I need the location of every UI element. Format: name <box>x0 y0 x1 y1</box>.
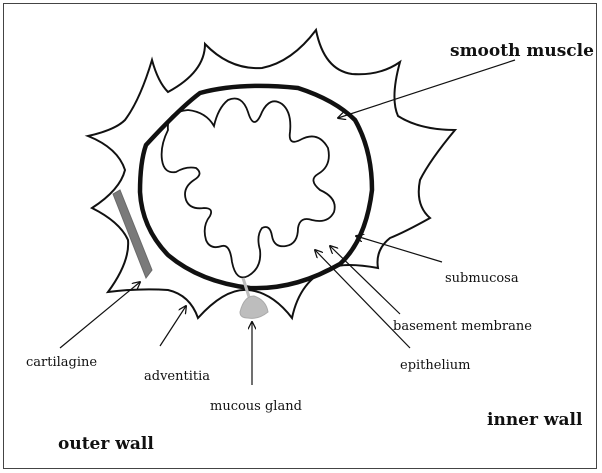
submucosa-label: submucosa <box>445 271 519 286</box>
epithelium-lumen-outline <box>162 99 335 278</box>
cartilage-plate <box>113 190 152 278</box>
smooth-muscle-ring <box>140 86 372 288</box>
outer-wall-outline <box>88 30 455 318</box>
adventitia-arrow <box>160 306 186 346</box>
cartilagine-label: cartilagine <box>26 355 97 370</box>
inner-wall-label: inner wall <box>487 410 583 430</box>
basement-membrane-arrow <box>330 246 400 314</box>
smooth-muscle-label: smooth muscle <box>450 41 594 61</box>
smooth-muscle-arrow <box>338 60 515 118</box>
basement-membrane-label: basement membrane <box>393 319 532 334</box>
cartilagine-arrow <box>60 282 140 348</box>
submucosa-arrow <box>356 236 442 262</box>
epithelium-label: epithelium <box>400 358 470 373</box>
mucous-gland-label: mucous gland <box>210 399 302 414</box>
outer-wall-label: outer wall <box>58 434 154 454</box>
mucous-gland-body <box>240 296 268 318</box>
adventitia-label: adventitia <box>144 369 210 384</box>
